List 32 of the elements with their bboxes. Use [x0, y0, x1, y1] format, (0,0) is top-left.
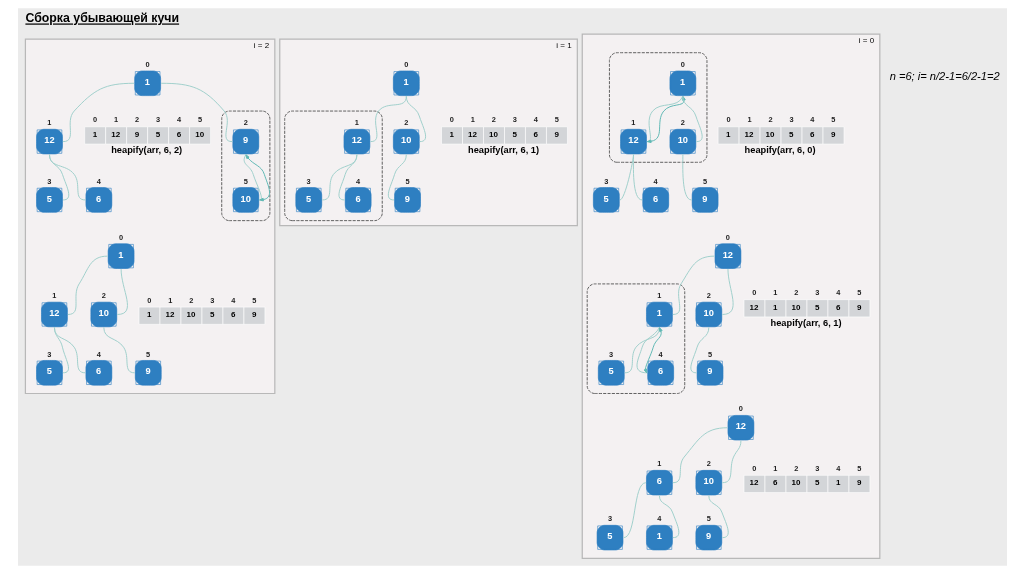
connector: [338, 154, 357, 201]
cluster: [283, 110, 383, 222]
connector: [623, 326, 660, 374]
connector: [321, 154, 357, 201]
diagram-title: Сборка убывающей кучи: [24, 11, 179, 26]
connector: [672, 427, 728, 484]
connector: [721, 268, 734, 315]
connector: [707, 495, 729, 539]
arrow: [244, 154, 270, 202]
connector: [672, 255, 715, 315]
connector: [67, 255, 108, 315]
node-label: heapify(arr, 6, 0): [744, 144, 816, 155]
connector: [405, 95, 426, 143]
connector: [53, 326, 86, 374]
connector: [622, 482, 646, 539]
connector: [369, 95, 407, 143]
node-label: heapify(arr, 6, 1): [770, 317, 842, 328]
arrow: [643, 327, 663, 374]
connector: [632, 154, 643, 201]
node-label: heapify(arr, 6, 1): [467, 144, 539, 155]
connector: [116, 268, 128, 315]
connector: [689, 326, 709, 374]
connector: [48, 154, 86, 201]
connector: [721, 440, 741, 484]
cluster: [586, 283, 685, 394]
connector: [636, 326, 660, 374]
connector: [102, 326, 135, 374]
label: n =6; i= n/2-1=6/2-1=2: [889, 70, 1000, 83]
node-label: heapify(arr, 6, 2): [110, 144, 182, 155]
connector: [243, 154, 262, 201]
cluster: [608, 52, 707, 163]
connector: [681, 154, 692, 201]
